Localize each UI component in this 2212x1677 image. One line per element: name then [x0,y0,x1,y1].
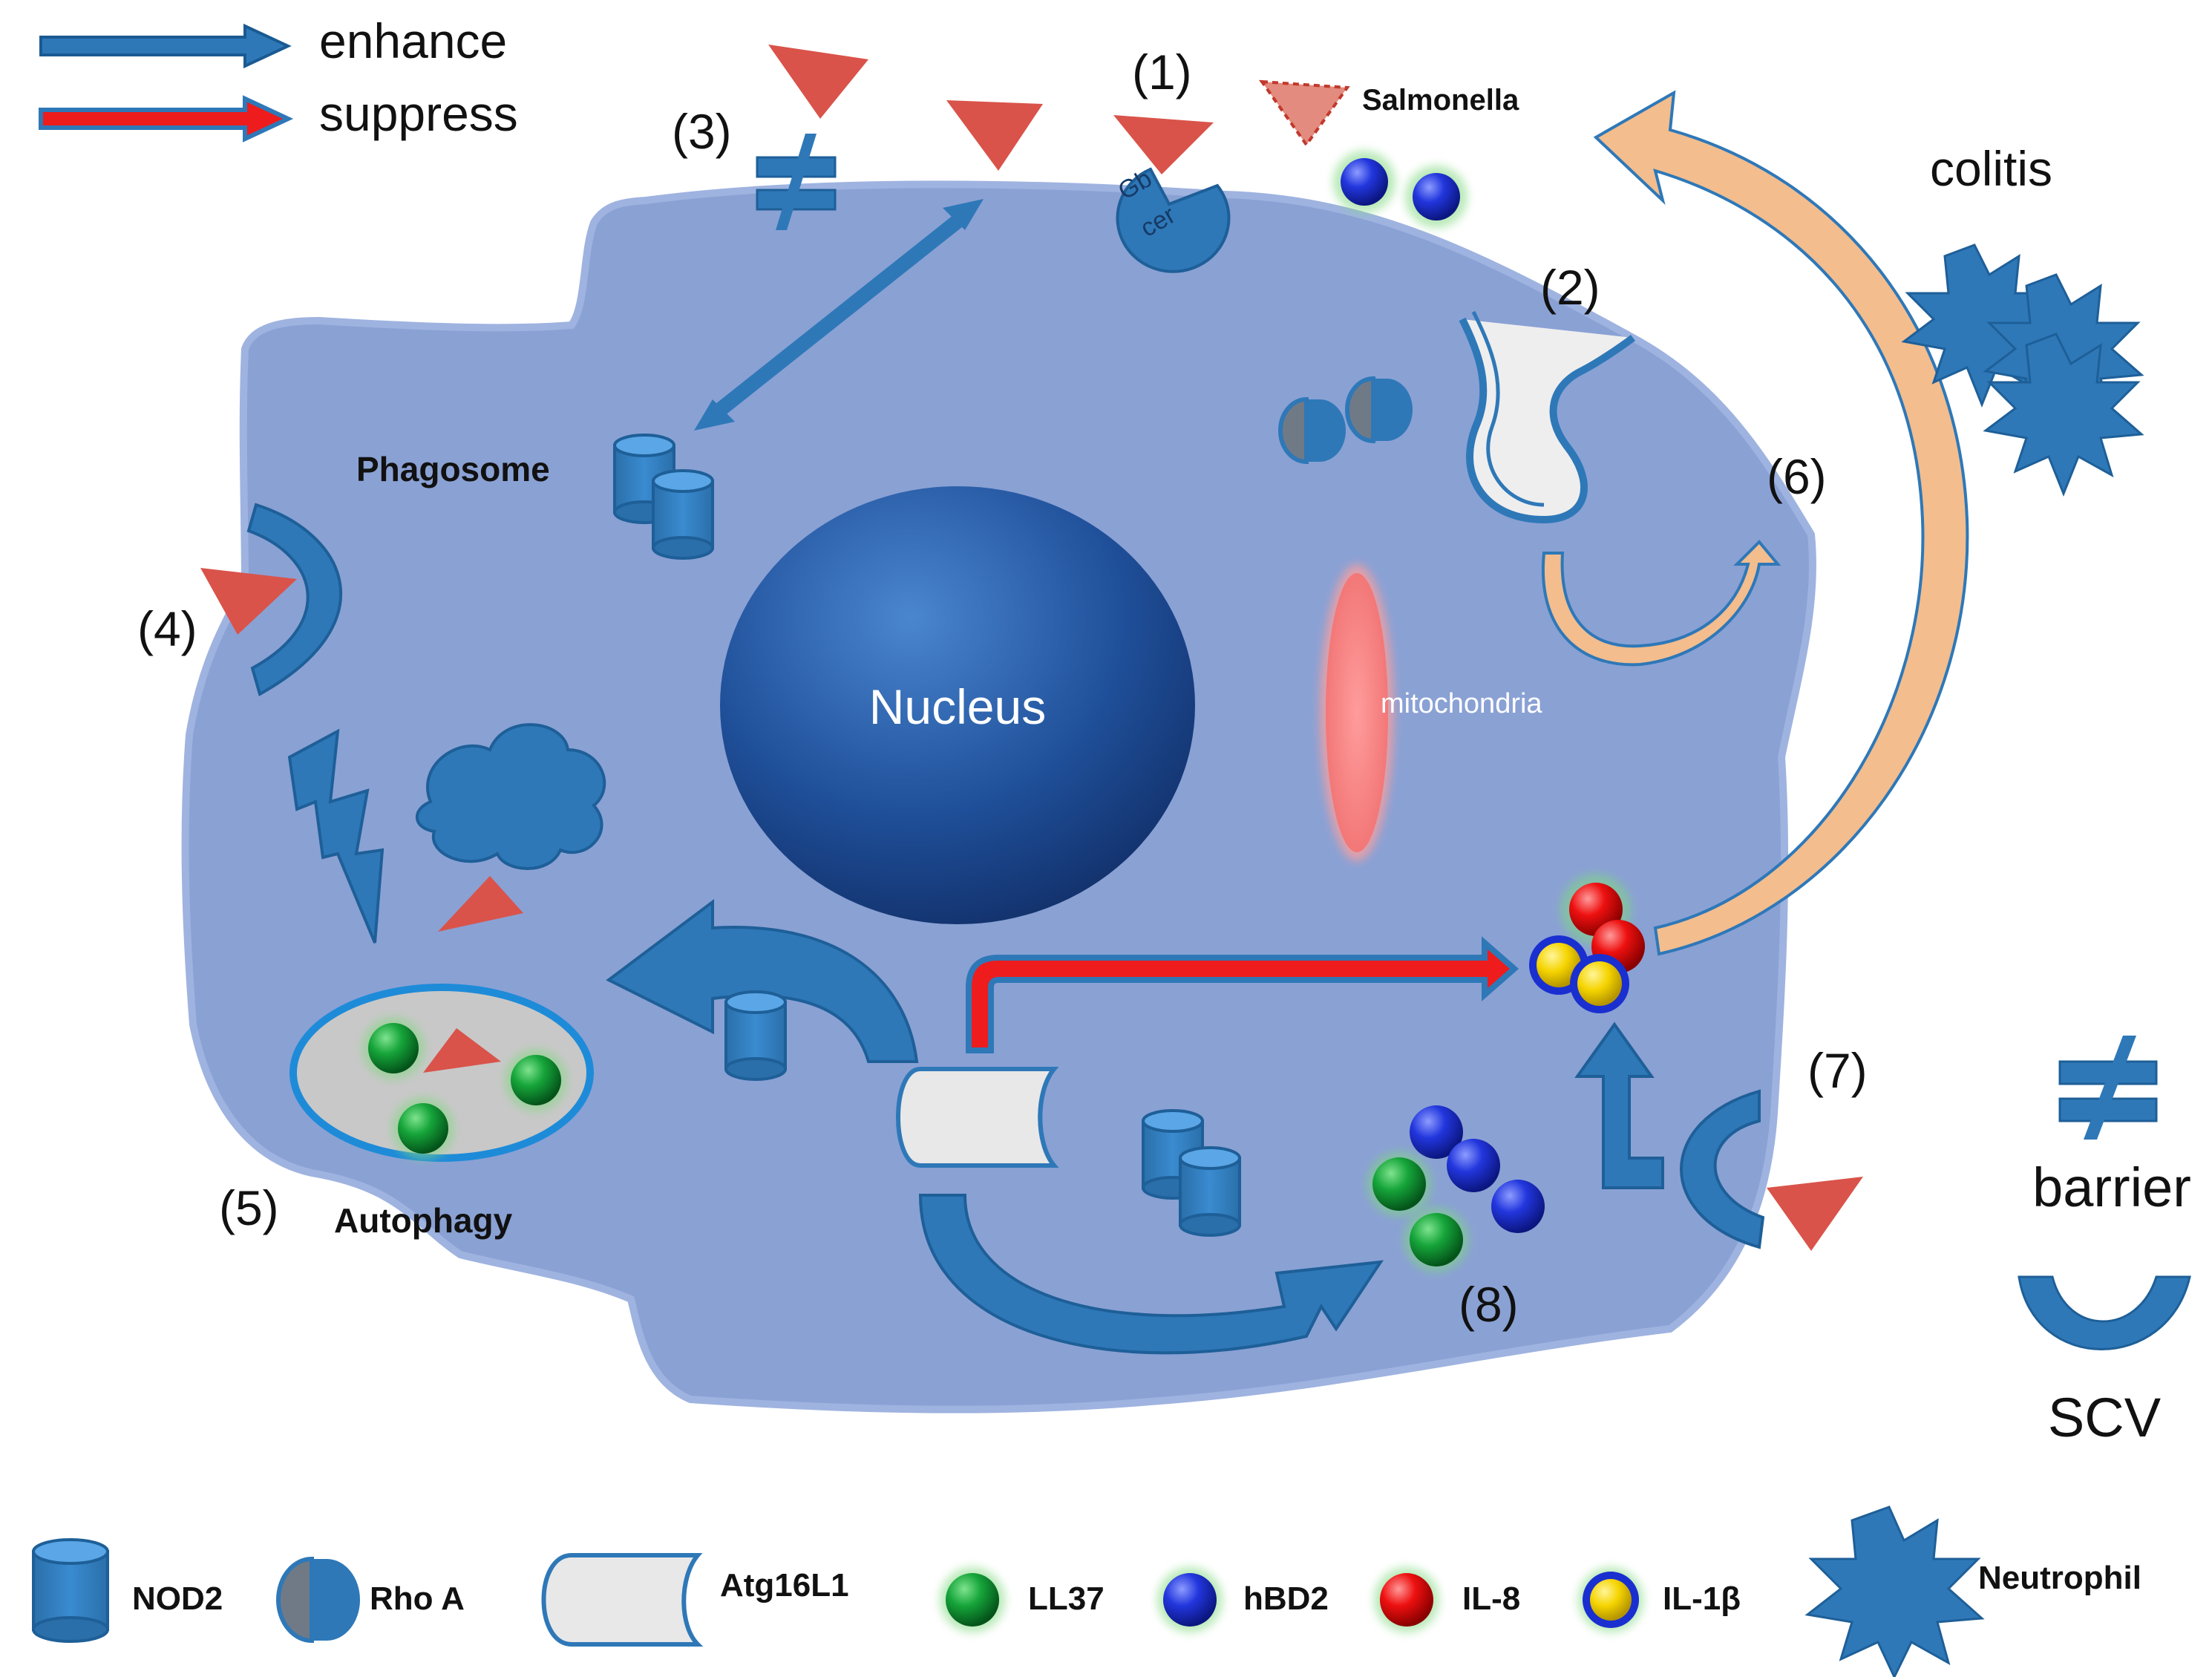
step-7: (7) [1807,1043,1868,1098]
legend-suppress-label: suppress [319,86,518,141]
legend-nod2-icon [32,1538,109,1643]
legend-il1b-label: IL-1β [1663,1580,1741,1617]
cloud-debris [415,723,606,870]
scv-to-cytokines-arrow [1574,1021,1664,1189]
legend-rhoa-label: Rho A [370,1580,465,1617]
salmonella-2 [946,100,1043,171]
salmonella-label: Salmonella [1362,84,1519,117]
legend-scv-label: SCV [2048,1387,2162,1448]
recycle-arrow-6 [1541,540,1781,667]
step-6: (6) [1767,449,1827,504]
salmonella-1 [768,45,868,119]
membrane-invagination-2 [1459,310,1635,524]
step-3: (3) [672,104,732,159]
neutrophil-cluster [1901,243,2144,497]
hbd2-outside [1333,151,1467,228]
salmonella-legend-icon [1258,79,1350,148]
scv-7 [1680,1089,1765,1249]
legend-barrier-icon [2058,1036,2158,1140]
phagosome-nod2 [613,434,714,560]
atg16l1-to-peptides-arrow [918,1194,1384,1355]
atg16l1-suppress-arrow [966,936,1519,1053]
atg16l1-protein [896,1067,1059,1168]
salmonella-5 [1767,1177,1863,1251]
salmonella-3 [1113,115,1214,174]
step-1: (1) [1132,45,1192,99]
bottom-legend: NOD2 Rho A Atg16L1 LL37 hBD2 IL-8 IL-1β [32,1506,2141,1677]
legend-enhance: enhance [39,13,507,69]
peptide-cluster-8 [1367,1105,1545,1272]
colitis-label: colitis [1930,141,2052,196]
legend-il8-label: IL-8 [1462,1580,1520,1617]
step-5: (5) [219,1180,279,1235]
mitochondria: mitochondria [1320,564,1542,861]
legend-hbd2-label: hBD2 [1243,1580,1329,1617]
phagosome-label: Phagosome [356,450,550,488]
legend-ll37-label: LL37 [1028,1580,1105,1617]
step-2: (2) [1540,260,1600,315]
step-8: (8) [1459,1277,1519,1332]
legend-rhoa-icon [276,1556,360,1644]
nucleus: Nucleus [720,486,1195,924]
legend-neutrophil-icon [1804,1506,1985,1677]
legend-neutrophil-label: Neutrophil [1978,1560,2141,1596]
legend-ll37-icon [946,1573,999,1627]
atg16l1-to-autophagy-arrow [606,899,919,1063]
autophagy-label: Autophagy [334,1201,513,1240]
salmonella-fragment [438,876,523,932]
scv-4 [246,503,343,696]
legend-hbd2-icon [1163,1573,1217,1627]
nod2-pair-lower [1142,1109,1241,1237]
legend-enhance-label: enhance [319,13,507,68]
gb-cer-receptor: Gb cer [1113,164,1231,273]
autophagosome [289,984,594,1162]
legend-suppress: suppress [39,86,518,143]
cytokine-cluster [1529,874,1645,1013]
legend-atg16l1-label: Atg16L1 [720,1567,849,1604]
legend-nod2-label: NOD2 [132,1580,223,1617]
legend-il8-icon [1380,1573,1433,1627]
nucleus-label: Nucleus [869,679,1046,734]
mitochondria-label: mitochondria [1381,688,1542,719]
legend-atg16l1-icon [541,1553,704,1647]
phagosome-barrier-arrow [694,199,984,431]
nod2-single [724,990,787,1081]
lightning-bolt [287,728,385,944]
legend-scv-icon [2018,1275,2191,1350]
legend-barrier-label: barrier [2032,1157,2191,1218]
colitis-arrow [1593,90,1969,956]
barrier-symbol-3 [756,134,837,230]
step-4: (4) [137,601,197,656]
rhoa-pair [1278,376,1413,465]
legend-il1b-icon [1590,1579,1632,1621]
ll37-in-autophagosome [362,1017,567,1160]
salmonella-4 [200,568,297,635]
